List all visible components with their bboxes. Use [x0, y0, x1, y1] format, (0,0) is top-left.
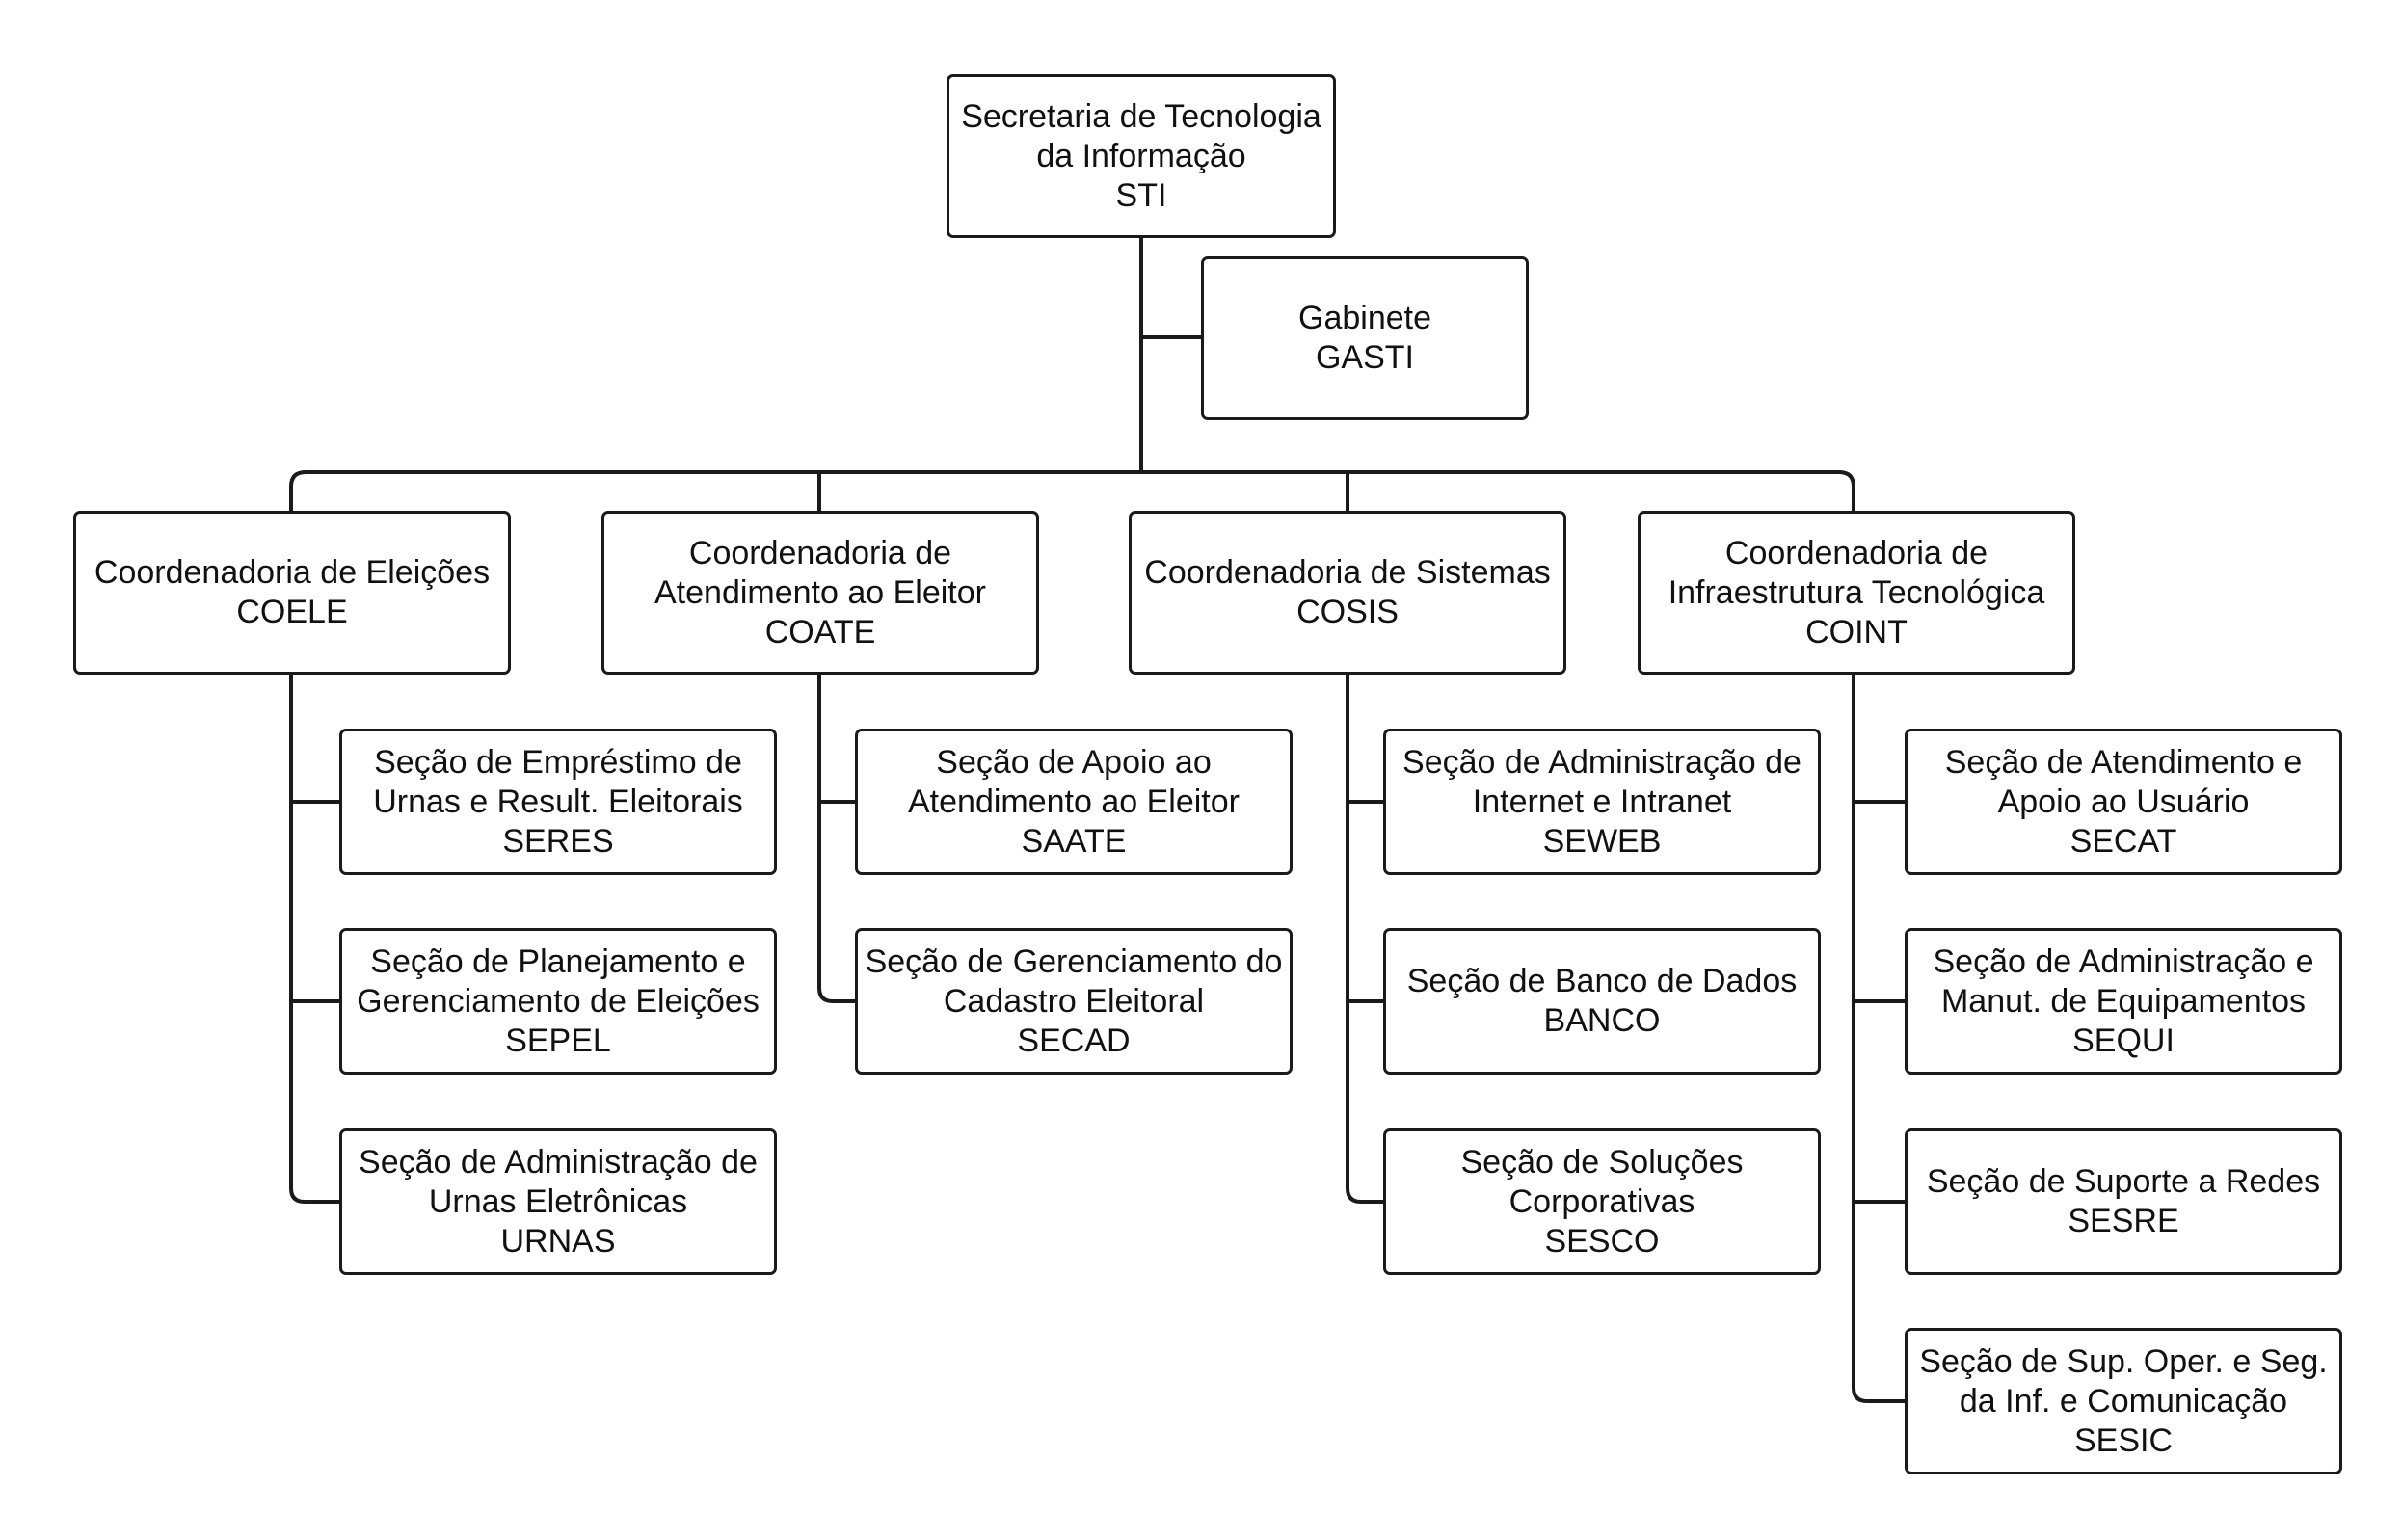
- node-seres-line-1: Seção de Empréstimo de: [374, 743, 742, 781]
- node-secat-line-2: Apoio ao Usuário: [1997, 783, 2250, 820]
- node-seweb-line-2: Internet e Intranet: [1472, 783, 1732, 820]
- node-sequi: Seção de Administração e Manut. de Equip…: [1905, 928, 2342, 1075]
- node-sepel-line-2: Gerenciamento de Eleições: [357, 982, 760, 1020]
- node-banco: Seção de Banco de Dados BANCO: [1383, 928, 1821, 1075]
- node-seweb-line-1: Seção de Administração de: [1402, 743, 1802, 781]
- node-banco-acronym: BANCO: [1543, 1002, 1661, 1039]
- node-banco-line-1: Seção de Banco de Dados: [1406, 963, 1798, 999]
- node-gasti-line-1: Gabinete: [1298, 300, 1431, 336]
- node-sesco-line-2: Corporativas: [1508, 1182, 1695, 1220]
- node-sequi-line-1: Seção de Administração e: [1933, 943, 2314, 980]
- node-sesco-line-1: Seção de Soluções: [1460, 1143, 1744, 1181]
- node-coele: Coordenadoria de Eleições COELE: [73, 511, 511, 675]
- node-sti-acronym: STI: [1115, 176, 1167, 214]
- node-cosis-acronym: COSIS: [1296, 594, 1399, 630]
- node-secat: Seção de Atendimento e Apoio ao Usuário …: [1905, 729, 2342, 875]
- node-coele-acronym: COELE: [236, 594, 348, 630]
- node-sti-line-2: da Informação: [1036, 137, 1246, 174]
- node-secad-acronym: SECAD: [1017, 1022, 1131, 1059]
- node-sepel-line-1: Seção de Planejamento e: [370, 943, 746, 980]
- node-sesco: Seção de Soluções Corporativas SESCO: [1383, 1128, 1821, 1275]
- node-sequi-line-2: Manut. de Equipamentos: [1940, 982, 2307, 1020]
- node-urnas-line-1: Seção de Administração de: [359, 1143, 758, 1181]
- node-coate-line-1: Coordenadoria de: [688, 534, 952, 571]
- node-sesco-acronym: SESCO: [1544, 1222, 1660, 1260]
- node-secad-line-1: Seção de Gerenciamento do: [865, 943, 1283, 980]
- node-sepel: Seção de Planejamento e Gerenciamento de…: [339, 928, 777, 1075]
- node-seres: Seção de Empréstimo de Urnas e Result. E…: [339, 729, 777, 875]
- node-sti-line-1: Secretaria de Tecnologia: [961, 97, 1321, 135]
- node-cosis-line-1: Coordenadoria de Sistemas: [1144, 554, 1551, 591]
- node-coint-line-2: Infraestrutura Tecnológica: [1668, 573, 2045, 611]
- node-secat-acronym: SECAT: [2069, 822, 2177, 860]
- node-sesic: Seção de Sup. Oper. e Seg. da Inf. e Com…: [1905, 1328, 2342, 1474]
- node-coint-acronym: COINT: [1805, 613, 1908, 651]
- node-urnas: Seção de Administração de Urnas Eletrôni…: [339, 1128, 777, 1275]
- node-urnas-line-2: Urnas Eletrônicas: [428, 1182, 688, 1220]
- node-sequi-acronym: SEQUI: [2072, 1022, 2175, 1059]
- node-seres-line-2: Urnas e Result. Eleitorais: [373, 783, 743, 820]
- node-coate-line-2: Atendimento ao Eleitor: [654, 573, 986, 611]
- node-sesre-line-1: Seção de Suporte a Redes: [1926, 1163, 2321, 1200]
- node-saate: Seção de Apoio ao Atendimento ao Eleitor…: [855, 729, 1293, 875]
- node-sesic-line-1: Seção de Sup. Oper. e Seg.: [1919, 1342, 2328, 1380]
- connector-cosis-children: [1346, 675, 1383, 1204]
- connector-coord-bus: [289, 470, 1855, 511]
- node-sesre: Seção de Suporte a Redes SESRE: [1905, 1128, 2342, 1275]
- connector-coate-children: [817, 675, 855, 1003]
- node-sti: Secretaria de Tecnologia da Informação S…: [947, 74, 1336, 238]
- node-gasti: Gabinete GASTI: [1201, 256, 1529, 420]
- node-coele-line-1: Coordenadoria de Eleições: [93, 554, 491, 591]
- connector-coele-children: [289, 675, 339, 1204]
- node-seweb-acronym: SEWEB: [1542, 822, 1662, 860]
- node-coate-acronym: COATE: [764, 613, 876, 651]
- node-saate-acronym: SAATE: [1021, 822, 1127, 860]
- node-coate: Coordenadoria de Atendimento ao Eleitor …: [601, 511, 1039, 675]
- node-sepel-acronym: SEPEL: [505, 1022, 611, 1059]
- node-secad: Seção de Gerenciamento do Cadastro Eleit…: [855, 928, 1293, 1075]
- node-sesic-acronym: SESIC: [2073, 1421, 2174, 1459]
- node-urnas-acronym: URNAS: [500, 1222, 616, 1260]
- node-secad-line-2: Cadastro Eleitoral: [943, 982, 1205, 1020]
- node-seweb: Seção de Administração de Internet e Int…: [1383, 729, 1821, 875]
- node-seres-acronym: SERES: [502, 822, 614, 860]
- node-saate-line-1: Seção de Apoio ao: [936, 743, 1212, 781]
- node-coint-line-1: Coordenadoria de: [1724, 534, 1988, 571]
- node-secat-line-1: Seção de Atendimento e: [1944, 743, 2303, 781]
- node-coint: Coordenadoria de Infraestrutura Tecnológ…: [1638, 511, 2075, 675]
- node-cosis: Coordenadoria de Sistemas COSIS: [1129, 511, 1566, 675]
- connector-coint-children: [1852, 675, 1905, 1403]
- node-gasti-acronym: GASTI: [1315, 339, 1415, 376]
- node-saate-line-2: Atendimento ao Eleitor: [908, 783, 1240, 820]
- node-sesic-line-2: da Inf. e Comunicação: [1959, 1382, 2288, 1420]
- node-sesre-acronym: SESRE: [2068, 1203, 2179, 1239]
